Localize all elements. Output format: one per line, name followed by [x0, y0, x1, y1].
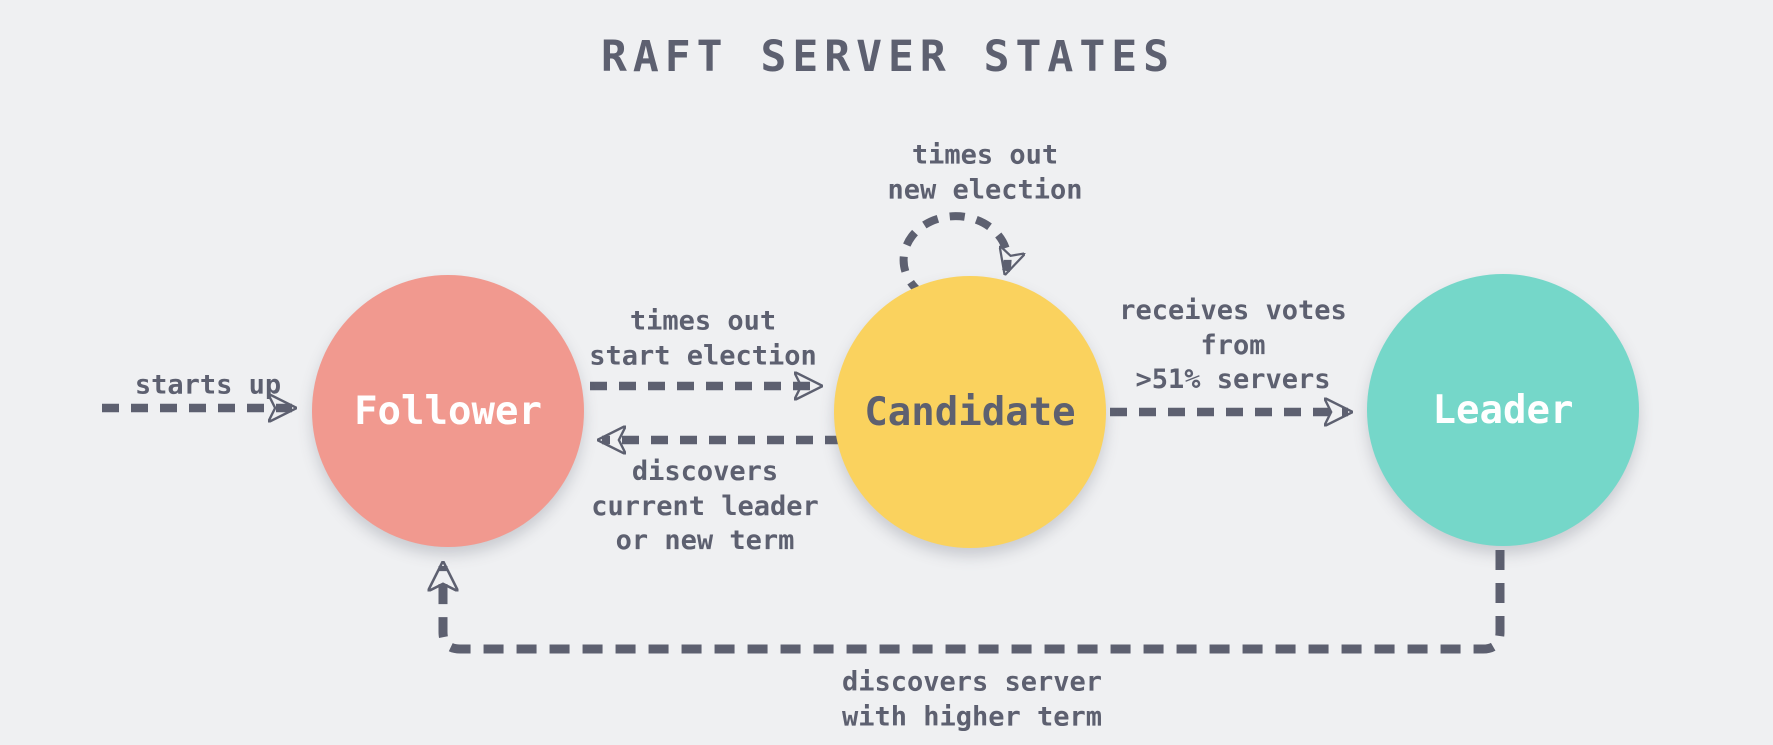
- edge-label-discovers-current-leader: discovers current leader or new term: [591, 456, 819, 557]
- state-node-leader-label: Leader: [1432, 387, 1574, 433]
- edge-label-discovers-server-higher-term: discovers server with higher term: [841, 666, 1103, 732]
- edge-candidate-self-loop-arrow: [899, 212, 1008, 297]
- edge-label-times-out-start-election: times out start election: [589, 305, 817, 371]
- state-node-follower-label: Follower: [354, 388, 542, 434]
- edge-label-starts-up: starts up: [134, 369, 282, 401]
- state-node-candidate-label: Candidate: [864, 389, 1076, 435]
- edge-label-times-out-new-election: times out new election: [887, 139, 1083, 205]
- state-node-leader: Leader: [1367, 274, 1639, 546]
- edge-leader-to-follower-arrow: [443, 550, 1505, 654]
- edge-label-receives-votes: receives votes from >51% servers: [1119, 295, 1347, 396]
- state-node-candidate: Candidate: [834, 276, 1106, 548]
- state-node-follower: Follower: [312, 275, 584, 547]
- diagram-title: RAFT SERVER STATES: [601, 32, 1175, 82]
